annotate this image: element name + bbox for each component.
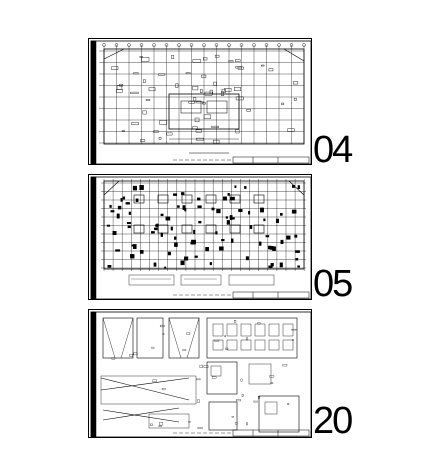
drawing-sheet-04[interactable] (88, 38, 312, 165)
structural-grid-drawing (90, 176, 312, 300)
detail-sections-drawing (90, 311, 312, 438)
drawing-sheet-05[interactable] (88, 174, 312, 300)
sheet-number-04: 04 (313, 129, 353, 171)
sheet-number-20: 20 (313, 400, 353, 442)
drawing-sheet-20[interactable] (88, 309, 312, 438)
floor-plan-drawing (90, 40, 312, 165)
sheet-number-05: 05 (313, 263, 353, 305)
